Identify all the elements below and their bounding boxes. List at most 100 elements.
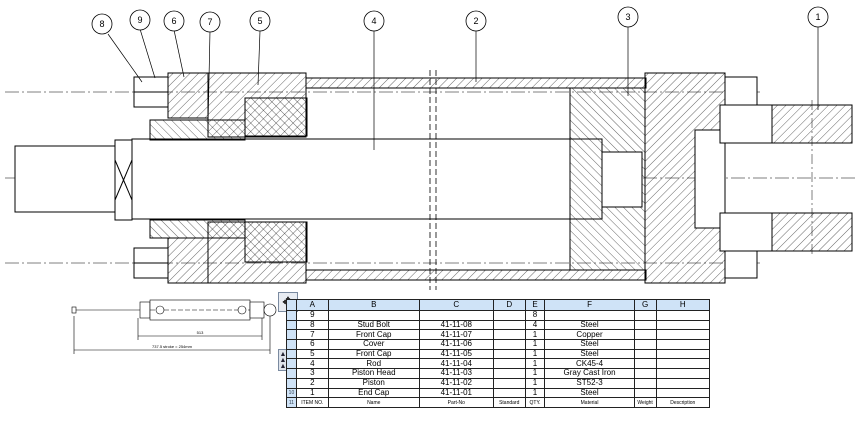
bom-row-number[interactable] bbox=[286, 358, 297, 370]
bom-cell-name[interactable]: End Cap bbox=[327, 387, 420, 399]
bom-cell-part[interactable]: 41-11-07 bbox=[418, 329, 494, 341]
bom-cell-name[interactable]: Rod bbox=[327, 358, 420, 370]
bom-field-label[interactable]: ITEM NO. bbox=[295, 397, 329, 409]
bom-cell-qty[interactable]: 1 bbox=[524, 339, 546, 350]
balloon[interactable]: 5 bbox=[249, 10, 271, 32]
bom-column-header[interactable]: E bbox=[524, 299, 546, 311]
balloon[interactable]: 8 bbox=[91, 13, 113, 35]
bom-row-number[interactable] bbox=[286, 319, 297, 331]
bom-cell-desc[interactable] bbox=[655, 348, 711, 360]
bom-cell-item[interactable]: 3 bbox=[295, 368, 329, 379]
bom-cell-desc[interactable] bbox=[655, 358, 711, 370]
bom-cell-item[interactable]: 2 bbox=[295, 377, 329, 389]
balloon[interactable]: 2 bbox=[465, 10, 487, 32]
bom-cell-item[interactable]: 8 bbox=[295, 319, 329, 331]
bom-cell-material[interactable]: Steel bbox=[544, 319, 635, 331]
bom-cell-material[interactable]: Gray Cast Iron bbox=[544, 368, 635, 379]
bom-cell-part[interactable] bbox=[418, 310, 494, 321]
bom-row-number[interactable] bbox=[286, 368, 297, 379]
bom-cell-qty[interactable]: 1 bbox=[524, 358, 546, 370]
bom-cell-std[interactable] bbox=[492, 387, 526, 399]
bom-cell-qty[interactable]: 1 bbox=[524, 377, 546, 389]
bom-corner-cell[interactable] bbox=[286, 299, 297, 311]
bom-cell-material[interactable] bbox=[544, 310, 635, 321]
bom-cell-name[interactable]: Piston bbox=[327, 377, 420, 389]
bom-cell-material[interactable]: Steel bbox=[544, 339, 635, 350]
bom-cell-part[interactable]: 41-11-08 bbox=[418, 319, 494, 331]
bom-cell-material[interactable]: Steel bbox=[544, 387, 635, 399]
bom-row-number[interactable] bbox=[286, 377, 297, 389]
bom-cell-qty[interactable]: 4 bbox=[524, 319, 546, 331]
bom-cell-part[interactable]: 41-11-03 bbox=[418, 368, 494, 379]
bom-cell-name[interactable]: Front Cap bbox=[327, 348, 420, 360]
bom-cell-std[interactable] bbox=[492, 348, 526, 360]
bom-cell-name[interactable]: Stud Bolt bbox=[327, 319, 420, 331]
bom-cell-std[interactable] bbox=[492, 319, 526, 331]
bom-column-header[interactable]: C bbox=[418, 299, 494, 311]
bom-cell-std[interactable] bbox=[492, 377, 526, 389]
bom-field-label[interactable]: Part-No bbox=[418, 397, 494, 409]
bom-row-number[interactable]: 11 bbox=[286, 397, 297, 409]
bom-cell-weight[interactable] bbox=[633, 348, 657, 360]
bom-row-number[interactable] bbox=[286, 339, 297, 350]
bom-cell-desc[interactable] bbox=[655, 368, 711, 379]
bom-cell-desc[interactable] bbox=[655, 310, 711, 321]
bom-column-header[interactable]: A bbox=[295, 299, 329, 311]
bom-column-header[interactable]: H bbox=[655, 299, 711, 311]
bom-cell-std[interactable] bbox=[492, 358, 526, 370]
bom-cell-item[interactable]: 1 bbox=[295, 387, 329, 399]
bom-cell-weight[interactable] bbox=[633, 319, 657, 331]
balloon[interactable]: 1 bbox=[807, 6, 829, 28]
bom-cell-qty[interactable]: 1 bbox=[524, 368, 546, 379]
bom-cell-qty[interactable]: 1 bbox=[524, 329, 546, 341]
bom-cell-item[interactable]: 9 bbox=[295, 310, 329, 321]
bom-column-header[interactable]: B bbox=[327, 299, 420, 311]
balloon[interactable]: 9 bbox=[129, 9, 151, 31]
bom-cell-desc[interactable] bbox=[655, 377, 711, 389]
bom-field-label[interactable]: Description bbox=[655, 397, 711, 409]
bom-cell-std[interactable] bbox=[492, 310, 526, 321]
bom-cell-material[interactable]: CK45-4 bbox=[544, 358, 635, 370]
balloon[interactable]: 3 bbox=[617, 6, 639, 28]
bom-cell-name[interactable]: Cover bbox=[327, 339, 420, 350]
bom-cell-part[interactable]: 41-11-02 bbox=[418, 377, 494, 389]
thumbnail-view[interactable]: 513 737.5 stroke = 254mm bbox=[71, 299, 277, 354]
bom-column-header[interactable]: D bbox=[492, 299, 526, 311]
bom-cell-weight[interactable] bbox=[633, 358, 657, 370]
bom-cell-desc[interactable] bbox=[655, 329, 711, 341]
bom-cell-weight[interactable] bbox=[633, 387, 657, 399]
bom-cell-item[interactable]: 5 bbox=[295, 348, 329, 360]
bom-row-number[interactable]: 10 bbox=[286, 387, 297, 399]
bom-cell-weight[interactable] bbox=[633, 368, 657, 379]
balloon[interactable]: 6 bbox=[163, 10, 185, 32]
bom-cell-qty[interactable]: 8 bbox=[524, 310, 546, 321]
bom-field-label[interactable]: Standard bbox=[492, 397, 526, 409]
bom-cell-desc[interactable] bbox=[655, 387, 711, 399]
bom-cell-desc[interactable] bbox=[655, 319, 711, 331]
bom-field-label[interactable]: Material bbox=[544, 397, 635, 409]
bom-cell-weight[interactable] bbox=[633, 310, 657, 321]
bom-row-number[interactable] bbox=[286, 310, 297, 321]
balloon[interactable]: 4 bbox=[363, 10, 385, 32]
bom-cell-desc[interactable] bbox=[655, 339, 711, 350]
bom-cell-item[interactable]: 7 bbox=[295, 329, 329, 341]
bom-cell-name[interactable]: Front Cap bbox=[327, 329, 420, 341]
bom-cell-part[interactable]: 41-11-01 bbox=[418, 387, 494, 399]
bom-cell-part[interactable]: 41-11-06 bbox=[418, 339, 494, 350]
bom-cell-weight[interactable] bbox=[633, 339, 657, 350]
bom-row-number[interactable] bbox=[286, 329, 297, 341]
bom-cell-item[interactable]: 4 bbox=[295, 358, 329, 370]
bom-cell-part[interactable]: 41-11-04 bbox=[418, 358, 494, 370]
bom-column-header[interactable]: G bbox=[633, 299, 657, 311]
bom-field-label[interactable]: QTY. bbox=[524, 397, 546, 409]
